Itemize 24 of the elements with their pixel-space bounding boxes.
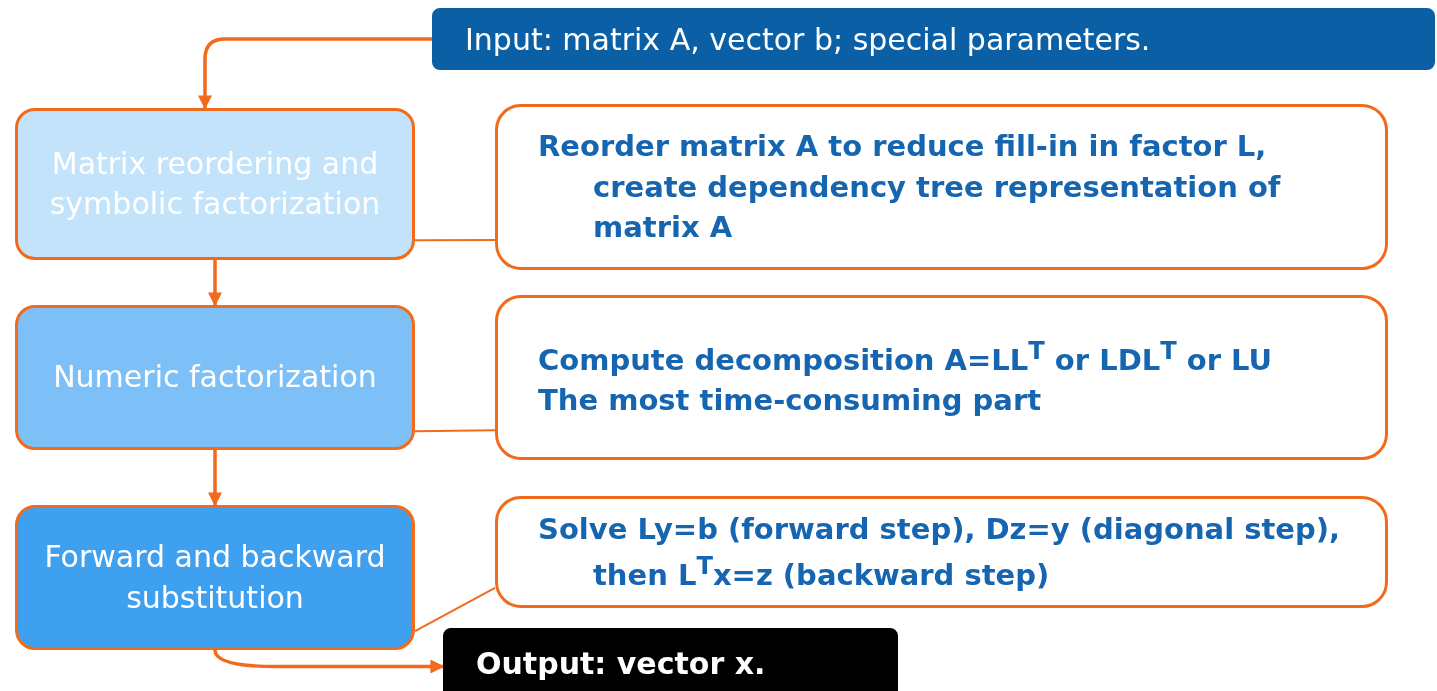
leader-line [414, 586, 496, 633]
input-box [432, 8, 1435, 70]
callout-box [495, 496, 1388, 608]
arrow [208, 450, 222, 507]
arrow [208, 260, 222, 307]
leader-line [414, 429, 496, 433]
node-label: Input: matrix A, vector b; special parameters. [465, 21, 1152, 57]
arrow [213, 649, 445, 674]
process-box [15, 108, 415, 260]
callout-text: Reorder matrix A to reduce fill-in in factor L, create dependency tree representation of matrix A [538, 128, 1282, 247]
node-label: Numeric factorization [53, 358, 377, 397]
node-label: Forward and backward substitution [43, 538, 387, 617]
callout-text: Solve Ly=b (forward step), Dz=y (diagonal step), then L$^{T}$x=z (backward step) [538, 511, 1342, 594]
process-box [15, 305, 415, 450]
process-box [15, 505, 415, 650]
output-box [443, 628, 898, 691]
callout-box [495, 295, 1388, 460]
node-label: Output: vector x. [476, 645, 767, 681]
arrow [198, 37, 432, 110]
node-label: Matrix reordering and symbolic factorization [48, 144, 382, 223]
callout-text: The most time-consuming part [538, 381, 1043, 419]
leader-line [414, 239, 496, 242]
callout-text: Compute decomposition A=LL$^{T}$ or LDL$^{T}$ or LU [538, 335, 1274, 379]
callout-box [495, 104, 1388, 270]
